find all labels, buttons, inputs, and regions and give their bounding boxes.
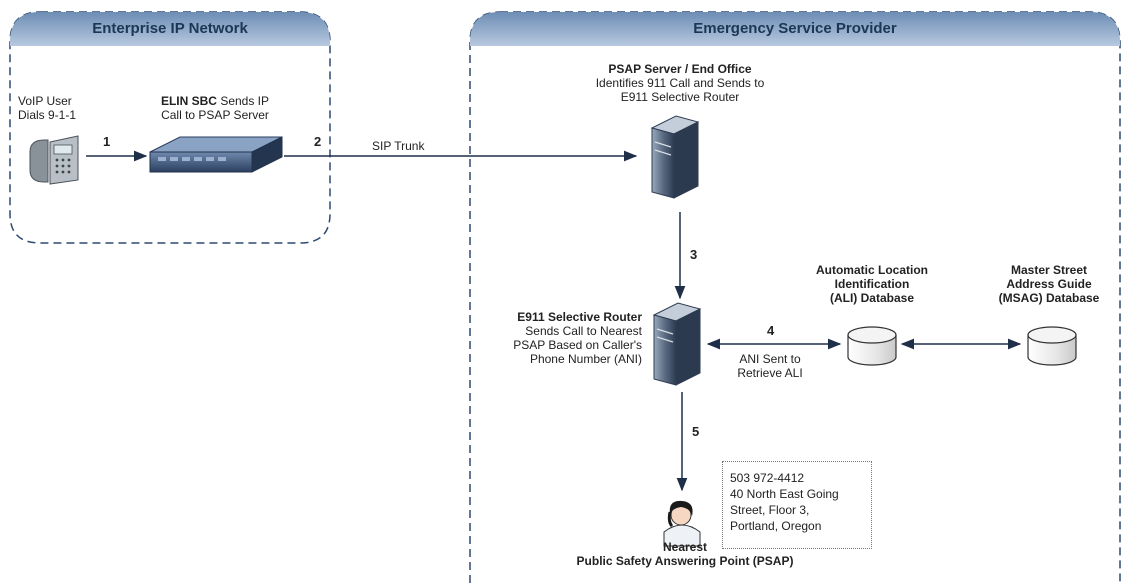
ali-database-label: Automatic Location Identification (ALI) … — [786, 263, 958, 305]
msag-db-line1: Master Street — [1010, 263, 1088, 277]
psap-nearest: Nearest — [662, 540, 708, 554]
selective-router-label: E911 Selective Router Sends Call to Near… — [460, 310, 642, 366]
psap-server-label: PSAP Server / End Office Identifies 911 … — [540, 62, 820, 104]
ani-note-line2: Retrieve ALI — [737, 366, 803, 380]
address-phone: 503 972-4412 — [730, 471, 805, 485]
msag-database-icon — [1027, 326, 1077, 366]
ali-database-icon — [847, 326, 897, 366]
psap-label: Nearest Public Safety Answering Point (P… — [520, 540, 850, 568]
elin-sbc-device-icon — [149, 136, 283, 173]
address-line2: Street, Floor 3, — [730, 503, 810, 517]
enterprise-zone — [9, 11, 331, 244]
selective-router-line1: Sends Call to Nearest — [525, 324, 642, 338]
selective-router-line2: PSAP Based on Caller's — [513, 338, 642, 352]
ip-phone-icon — [29, 135, 79, 185]
step-4-label: 4 — [767, 323, 775, 338]
ani-note: ANI Sent to Retrieve ALI — [720, 352, 820, 380]
selective-router-line3: Phone Number (ANI) — [529, 352, 642, 366]
ali-db-line2: Identification — [834, 277, 910, 291]
caller-address-box: 503 972-4412 40 North East Going Street,… — [722, 461, 872, 549]
address-line3: Portland, Oregon — [730, 519, 822, 533]
selective-router-server-icon — [652, 302, 702, 386]
msag-db-line2: Address Guide — [1006, 277, 1092, 291]
elin-sbc-line1: Sends IP — [216, 94, 270, 108]
ali-db-line1: Automatic Location — [815, 263, 928, 277]
psap-server-title: PSAP Server / End Office — [608, 62, 752, 76]
enterprise-zone-title: Enterprise IP Network — [92, 20, 248, 37]
provider-zone — [469, 11, 1121, 583]
psap-server-icon — [650, 115, 700, 199]
elin-sbc-name: ELIN SBC — [160, 94, 217, 108]
elin-sbc-line2: Call to PSAP Server — [161, 108, 269, 122]
step-3-label: 3 — [690, 247, 698, 262]
step-2-label: 2 — [314, 134, 322, 149]
msag-db-line3: (MSAG) Database — [998, 291, 1100, 305]
voip-user-label: VoIP User Dials 9-1-1 — [18, 94, 76, 122]
address-line1: 40 North East Going — [730, 487, 839, 501]
elin-sbc-label: ELIN SBC Sends IP Call to PSAP Server — [140, 94, 290, 122]
selective-router-title: E911 Selective Router — [517, 310, 642, 324]
psap-operator-icon — [663, 500, 701, 547]
psap-server-line2: E911 Selective Router — [620, 90, 740, 104]
psap-server-line1: Identifies 911 Call and Sends to — [595, 76, 765, 90]
psap-full-name: Public Safety Answering Point (PSAP) — [576, 554, 794, 568]
ani-note-line1: ANI Sent to — [739, 352, 801, 366]
sip-trunk-label: SIP Trunk — [372, 139, 425, 153]
voip-user-line2: Dials 9-1-1 — [18, 108, 77, 122]
ali-db-line3: (ALI) Database — [829, 291, 915, 305]
msag-database-label: Master Street Address Guide (MSAG) Datab… — [975, 263, 1123, 305]
step-5-label: 5 — [692, 424, 700, 439]
provider-zone-title: Emergency Service Provider — [693, 20, 897, 37]
step-1-label: 1 — [103, 134, 111, 149]
voip-user-line1: VoIP User — [18, 94, 72, 108]
